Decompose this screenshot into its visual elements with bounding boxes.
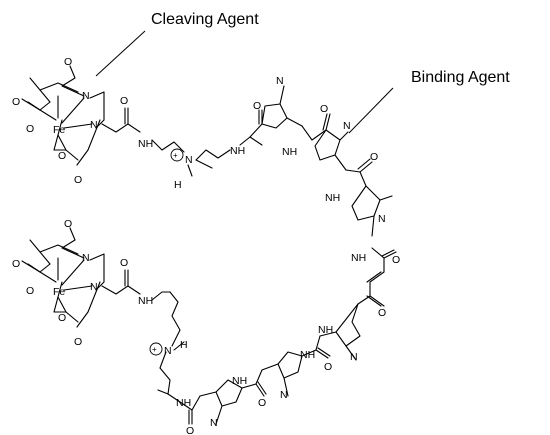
lower-carboxylate-o-bottom: O <box>58 312 66 324</box>
upper-positive-charge <box>170 148 184 162</box>
binding-agent-leader-line <box>348 87 394 134</box>
binding-agent-label: Binding Agent <box>411 69 510 86</box>
upper-n-atom-2: N <box>90 119 98 131</box>
lower-ammonium-n: N <box>164 345 172 357</box>
chain-carbonyl-o-1: O <box>253 100 261 112</box>
upper-carboxylate-o-lower: O <box>74 174 82 186</box>
fumaramide-o-2: O <box>378 307 386 319</box>
upper-carboxylate-o-left: O <box>12 96 20 108</box>
upper-n-atom-1: N <box>82 90 90 102</box>
chain-carbonyl-o-3: O <box>370 151 378 163</box>
pyrrole-n-5: N <box>280 389 288 401</box>
upper-fe-atom: Fe <box>53 124 65 136</box>
lower-propyl-linker <box>157 291 185 403</box>
lower-fe-atom: Fe <box>53 286 65 298</box>
upper-ammonium-h: H <box>174 179 182 191</box>
fumaramide-o-1: O <box>392 254 400 266</box>
lower-n-atom-1: N <box>82 252 90 264</box>
chain-carbonyl-o-2: O <box>320 103 328 115</box>
upper-amide-carbonyl-o: O <box>120 95 128 107</box>
lower-carboxylate-o-left: O <box>12 258 20 270</box>
chain-amide-nh-7: NH <box>300 349 315 361</box>
chain-carbonyl-o-6: O <box>186 425 194 435</box>
upper-positive-charge-sign: + <box>173 151 178 160</box>
upper-propyl-linker <box>151 136 263 177</box>
pyrrole-n-1: N <box>276 75 284 87</box>
chain-carbonyl-o-5: O <box>258 397 266 409</box>
chain-amide-nh-6: NH <box>318 324 333 336</box>
lower-carboxylate-o-mid: O <box>26 285 34 297</box>
upper-fe-edta-complex <box>21 65 141 166</box>
lower-n-atom-2: N <box>90 281 98 293</box>
lower-amide-nh-2: NH <box>138 295 153 307</box>
upper-carboxylate-o-bottom: O <box>58 150 66 162</box>
lower-amide-nh-1: NH <box>176 397 191 409</box>
upper-carboxylate-o-mid: O <box>26 123 34 135</box>
chain-carbonyl-o-4: O <box>324 361 332 373</box>
polyamide-chain <box>179 85 397 425</box>
lower-carboxylate-o-lower: O <box>74 336 82 348</box>
lower-fe-edta-complex <box>21 227 171 328</box>
upper-amide-nh-1: NH <box>138 138 153 150</box>
lower-positive-charge-sign: + <box>152 345 157 354</box>
upper-ammonium-n: N <box>185 154 193 166</box>
pyrrole-n-4: N <box>350 351 358 363</box>
pyrrole-n-6: N <box>210 417 218 429</box>
lower-amide-carbonyl-o: O <box>120 257 128 269</box>
lower-carboxylate-o-top: O <box>64 218 72 230</box>
chain-amide-nh-5: NH <box>351 252 366 264</box>
chain-amide-nh-4: NH <box>325 192 340 204</box>
chain-amide-nh-8: NH <box>232 375 247 387</box>
lower-positive-charge <box>149 342 163 356</box>
cleaving-agent-leader-line <box>95 30 146 77</box>
lower-ammonium-h: H <box>180 339 188 351</box>
upper-amide-nh-2: NH <box>230 145 245 157</box>
pyrrole-n-2: N <box>343 120 351 132</box>
cleaving-agent-label: Cleaving Agent <box>151 11 259 28</box>
chain-amide-nh-3: NH <box>282 146 297 158</box>
pyrrole-n-3: N <box>378 213 386 225</box>
upper-carboxylate-o-top: O <box>64 56 72 68</box>
